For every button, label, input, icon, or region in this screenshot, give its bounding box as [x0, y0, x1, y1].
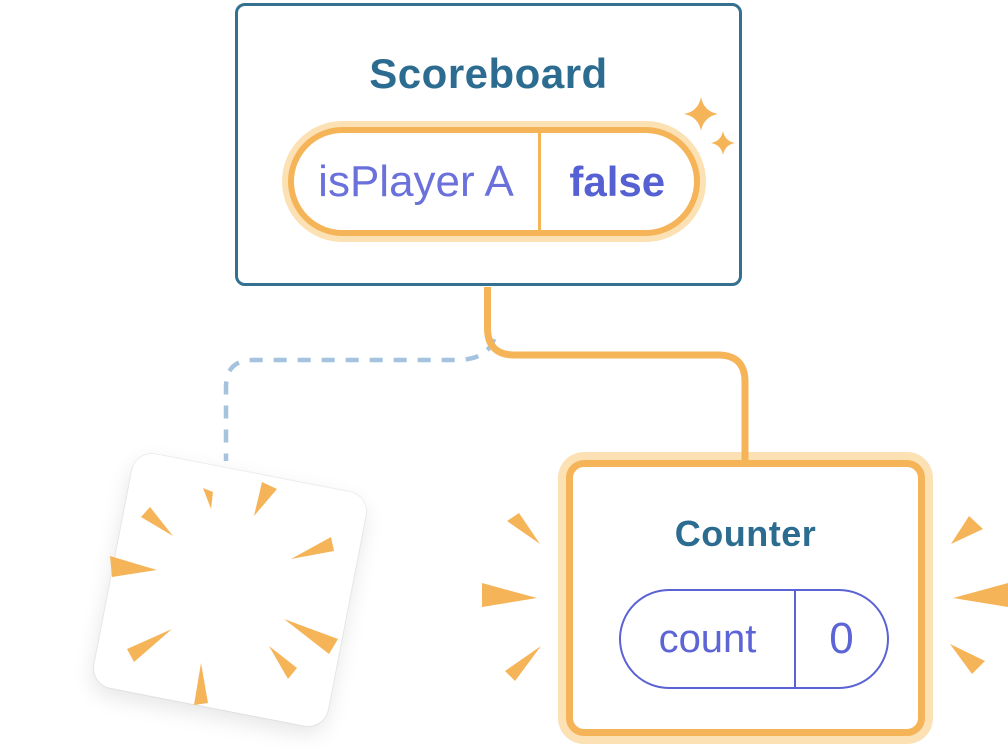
- destroyed-component-card: [90, 450, 370, 730]
- counter-state-pill: count 0: [619, 589, 889, 689]
- dashed-connector: [223, 338, 497, 461]
- emphasis-rays-icon: [482, 513, 541, 681]
- scoreboard-component-box: Scoreboard isPlayer A false: [235, 3, 742, 286]
- state-value-cell: false: [541, 133, 695, 230]
- active-connector: [484, 287, 749, 464]
- scoreboard-state-pill: isPlayer A false: [288, 127, 700, 236]
- state-value-label: 0: [829, 614, 854, 663]
- state-key-label: isPlayer A: [318, 156, 514, 206]
- state-key-label: count: [658, 616, 757, 661]
- state-value-label: false: [569, 157, 666, 205]
- counter-component-box: Counter count 0: [566, 460, 925, 736]
- state-key-cell: isPlayer A: [294, 133, 538, 230]
- emphasis-rays-icon: [950, 516, 1008, 674]
- state-value-cell: 0: [796, 591, 887, 687]
- pill-divider: [538, 133, 541, 230]
- scoreboard-title: Scoreboard: [369, 50, 608, 97]
- pill-divider: [794, 591, 796, 687]
- counter-title: Counter: [674, 513, 817, 554]
- state-key-cell: count: [621, 591, 794, 687]
